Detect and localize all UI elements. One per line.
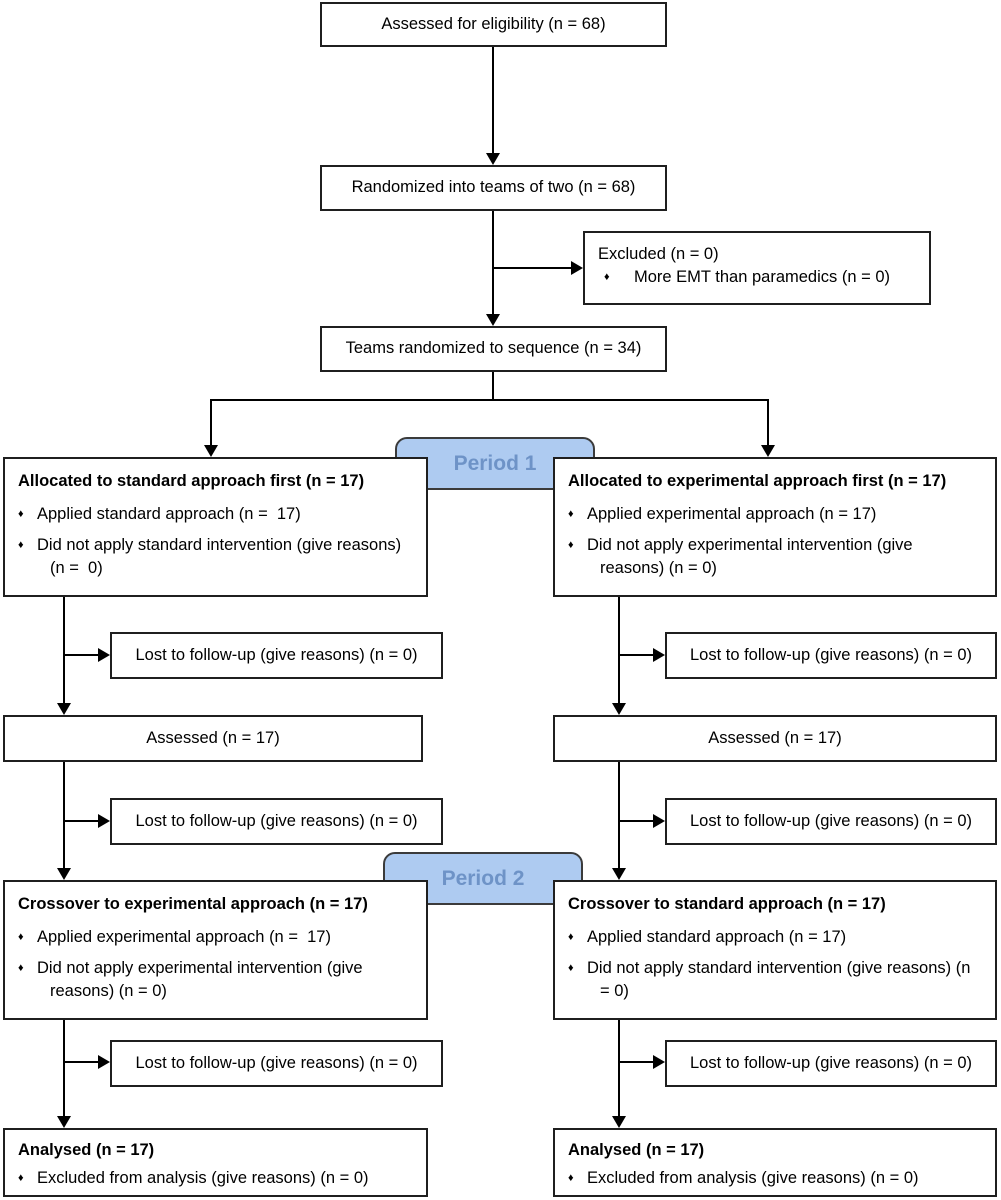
connector-line	[619, 1061, 653, 1063]
eligibility-box: Assessed for eligibility (n = 68)	[320, 2, 667, 47]
connector-line	[618, 762, 620, 868]
randomized-box: Randomized into teams of two (n = 68)	[320, 165, 667, 211]
teams-box: Teams randomized to sequence (n = 34)	[320, 326, 667, 372]
allocation-bullet: Applied experimental approach (n = 17)	[587, 505, 877, 524]
connector-line	[492, 372, 494, 401]
allocation-bullet: Did not apply standard intervention (giv…	[37, 536, 402, 578]
arrowhead-down-icon	[57, 868, 71, 880]
diamond-bullet-icon: ♦	[18, 1172, 24, 1185]
connector-line	[619, 654, 653, 656]
assessed-label: Assessed (n = 17)	[708, 728, 842, 747]
analysed-bullet: Excluded from analysis (give reasons) (n…	[37, 1169, 369, 1188]
connector-line	[64, 1061, 98, 1063]
assessed-box: Assessed (n = 17)	[3, 715, 423, 762]
arrowhead-right-icon	[98, 648, 110, 662]
connector-line	[618, 1020, 620, 1116]
randomized-label: Randomized into teams of two (n = 68)	[351, 178, 636, 197]
lost-followup-box: Lost to follow-up (give reasons) (n = 0)	[110, 798, 443, 845]
diamond-bullet-icon: ♦	[18, 962, 24, 975]
diamond-bullet-icon: ♦	[568, 931, 574, 944]
lost-followup-label: Lost to follow-up (give reasons) (n = 0)	[135, 811, 418, 830]
lost-followup-label: Lost to follow-up (give reasons) (n = 0)	[689, 645, 972, 664]
excluded-bullet: More EMT than paramedics (n = 0)	[634, 268, 891, 287]
excluded-box: Excluded (n = 0) ♦ More EMT than paramed…	[583, 231, 931, 305]
arrowhead-right-icon	[653, 814, 665, 828]
allocation-bullet: Applied standard approach (n = 17)	[37, 505, 301, 524]
diamond-bullet-icon: ♦	[568, 962, 574, 975]
arrowhead-down-icon	[761, 445, 775, 457]
arrowhead-down-icon	[486, 314, 500, 326]
allocation-bullet: Did not apply experimental intervention …	[587, 536, 913, 578]
arrowhead-down-icon	[612, 868, 626, 880]
diamond-bullet-icon: ♦	[568, 539, 574, 552]
connector-line	[210, 399, 212, 446]
crossover-standard-box: Crossover to standard approach (n = 17) …	[553, 880, 997, 1020]
lost-followup-box: Lost to follow-up (give reasons) (n = 0)	[665, 1040, 997, 1087]
lost-followup-label: Lost to follow-up (give reasons) (n = 0)	[689, 811, 972, 830]
connector-line	[63, 762, 65, 868]
allocation-title: Allocated to standard approach first (n …	[18, 472, 365, 490]
lost-followup-label: Lost to follow-up (give reasons) (n = 0)	[135, 1053, 418, 1072]
arrowhead-down-icon	[612, 1116, 626, 1128]
arrowhead-right-icon	[571, 261, 583, 275]
arrowhead-right-icon	[653, 1055, 665, 1069]
connector-line	[210, 399, 769, 401]
arrowhead-right-icon	[98, 814, 110, 828]
teams-label: Teams randomized to sequence (n = 34)	[345, 339, 642, 358]
connector-line	[64, 654, 98, 656]
arrowhead-down-icon	[57, 703, 71, 715]
arrowhead-down-icon	[57, 1116, 71, 1128]
lost-followup-box: Lost to follow-up (give reasons) (n = 0)	[665, 632, 997, 679]
connector-line	[63, 1020, 65, 1116]
connector-line	[64, 820, 98, 822]
analysed-bullet: Excluded from analysis (give reasons) (n…	[587, 1169, 919, 1188]
crossover-bullet: Did not apply standard intervention (giv…	[587, 959, 971, 1001]
crossover-bullet: Applied standard approach (n = 17)	[587, 928, 847, 947]
crossover-bullet: Did not apply experimental intervention …	[37, 959, 363, 1001]
diamond-bullet-icon: ♦	[18, 539, 24, 552]
analysed-box: Analysed (n = 17) ♦ Excluded from analys…	[553, 1128, 997, 1197]
connector-line	[493, 267, 571, 269]
analysed-box: Analysed (n = 17) ♦ Excluded from analys…	[3, 1128, 428, 1197]
diamond-bullet-icon: ♦	[604, 271, 610, 284]
connector-line	[619, 820, 653, 822]
connector-line	[492, 46, 494, 154]
connector-line	[618, 597, 620, 703]
allocation-title: Allocated to experimental approach first…	[568, 472, 947, 490]
analysed-title: Analysed (n = 17)	[568, 1141, 705, 1159]
arrowhead-right-icon	[98, 1055, 110, 1069]
connector-line	[767, 399, 769, 446]
diamond-bullet-icon: ♦	[18, 931, 24, 944]
diamond-bullet-icon: ♦	[18, 508, 24, 521]
period-1-label: Period 1	[453, 451, 537, 475]
arrowhead-right-icon	[653, 648, 665, 662]
crossover-title: Crossover to standard approach (n = 17)	[568, 895, 886, 913]
analysed-title: Analysed (n = 17)	[18, 1141, 155, 1159]
assessed-box: Assessed (n = 17)	[553, 715, 997, 762]
crossover-experimental-box: Crossover to experimental approach (n = …	[3, 880, 428, 1020]
lost-followup-label: Lost to follow-up (give reasons) (n = 0)	[689, 1053, 972, 1072]
diamond-bullet-icon: ♦	[568, 508, 574, 521]
allocated-experimental-first-box: Allocated to experimental approach first…	[553, 457, 997, 597]
crossover-title: Crossover to experimental approach (n = …	[18, 895, 368, 913]
period-2-label: Period 2	[441, 866, 525, 890]
excluded-title: Excluded (n = 0)	[598, 245, 719, 263]
arrowhead-down-icon	[486, 153, 500, 165]
eligibility-label: Assessed for eligibility (n = 68)	[381, 14, 606, 33]
allocated-standard-first-box: Allocated to standard approach first (n …	[3, 457, 428, 597]
lost-followup-box: Lost to follow-up (give reasons) (n = 0)	[110, 1040, 443, 1087]
crossover-bullet: Applied experimental approach (n = 17)	[37, 928, 331, 947]
diamond-bullet-icon: ♦	[568, 1172, 574, 1185]
lost-followup-box: Lost to follow-up (give reasons) (n = 0)	[665, 798, 997, 845]
connector-line	[63, 597, 65, 703]
lost-followup-label: Lost to follow-up (give reasons) (n = 0)	[135, 645, 418, 664]
assessed-label: Assessed (n = 17)	[146, 728, 280, 747]
arrowhead-down-icon	[204, 445, 218, 457]
lost-followup-box: Lost to follow-up (give reasons) (n = 0)	[110, 632, 443, 679]
arrowhead-down-icon	[612, 703, 626, 715]
connector-line	[492, 211, 494, 315]
